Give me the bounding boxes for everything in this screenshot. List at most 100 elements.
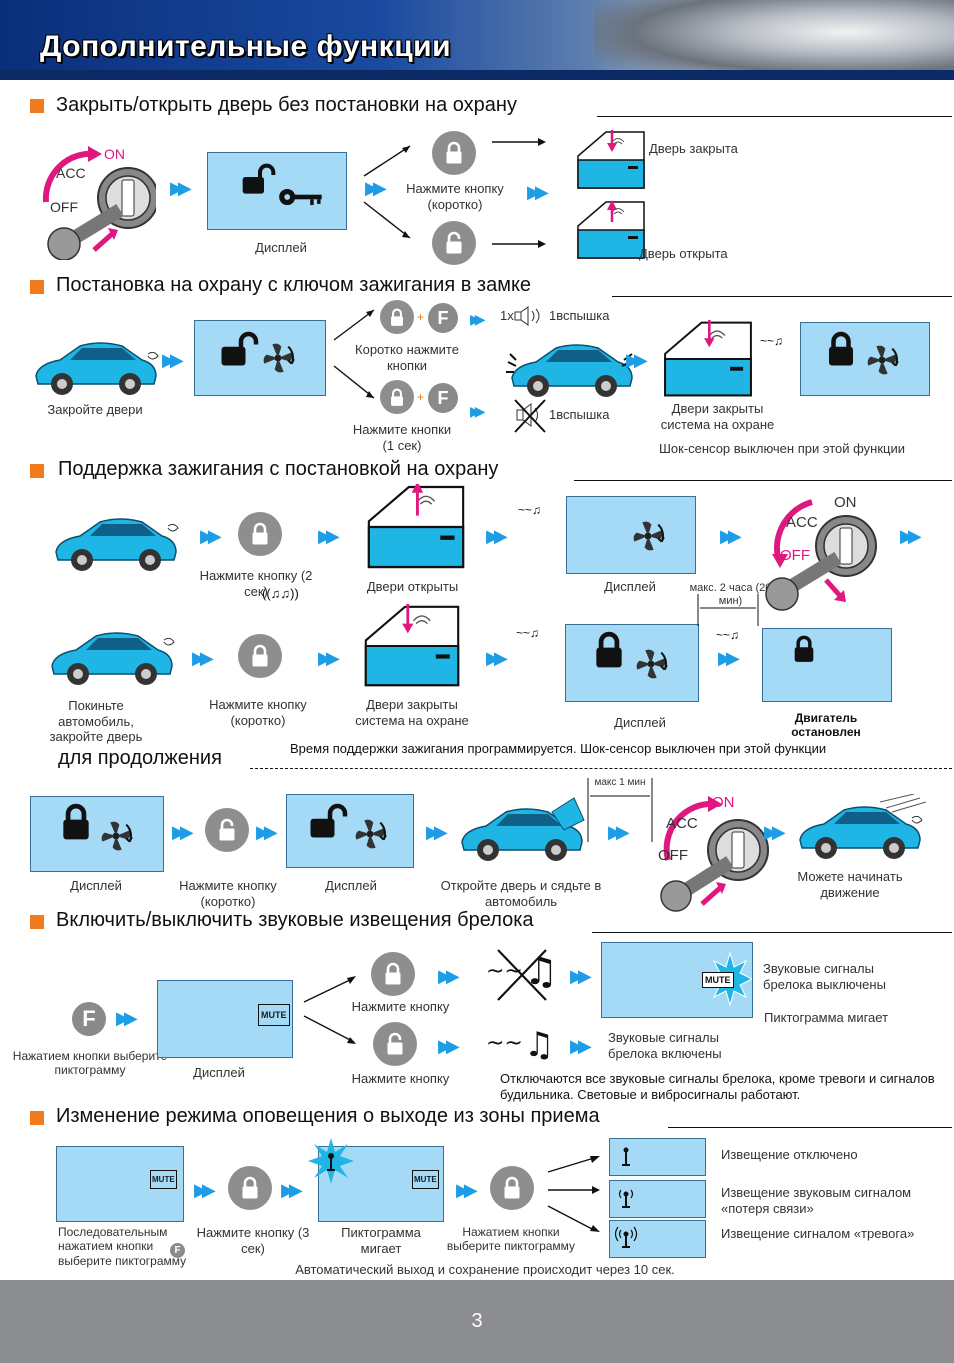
select-icon-label: Нажатием кнопки выберите пиктограмму [12,1049,168,1078]
lcd-display [207,152,347,230]
car-flashing-icon [506,332,636,402]
next-arrow-icon: ▶▶ [486,648,508,668]
door-open-label: Дверь открыта [639,246,728,261]
time-span-bracket [586,776,656,846]
music-icon: ~~♫ [760,334,784,348]
lcd-display [800,322,930,396]
f-button[interactable]: F [428,303,458,333]
next-arrow-icon: ▶▶ [470,403,485,419]
plus-icon: + [417,390,425,404]
lock-button[interactable] [432,131,476,175]
press-button-label: Нажмите кнопку [351,1071,450,1086]
mute-icon: MUTE [258,1004,290,1026]
section-rule [612,296,952,297]
lcd-display [566,496,696,574]
next-arrow-icon: ▶▶ [718,648,740,668]
arrow-right-icon [490,238,548,250]
display-label: Дисплей [70,878,122,893]
section-title-5: Включить/выключить звуковые извещения бр… [56,909,534,931]
signal-blink-icon [306,1136,356,1186]
next-arrow-icon: ▶▶ [456,1180,478,1200]
next-arrow-icon: ▶▶ [426,822,448,842]
icon-blinks-label: Пиктограмма мигает [764,1010,889,1025]
lcd-display [30,796,164,872]
ignition-on-label: ON [712,794,735,811]
door-open-icon [366,484,466,570]
sequential-select-label: Последовательным нажатием кнопки выберит… [58,1225,187,1268]
lcd-display [565,624,699,702]
press-short-label: Нажмите кнопку (коротко) [209,697,307,728]
section-rule [592,932,952,933]
header-stripe [0,70,954,80]
notify-alarm-label: Извещение сигналом «тревога» [721,1226,915,1241]
press-short-label: Нажмите кнопку (коротко) [179,878,277,909]
f-button[interactable]: F [72,1002,106,1036]
engine-stopped-label: Двигатель остановлен [791,711,861,740]
max-2h-label: макс. 2 часа (20 мин) [689,582,772,608]
section-marker [30,464,44,478]
next-arrow-icon: ▶▶ [318,526,340,546]
mute-icon: MUTE [702,972,734,988]
next-arrow-icon: ▶▶ [720,526,742,546]
sound-note: Отключаются все звуковые сигналы брелока… [500,1071,935,1102]
next-arrow-icon: ▶▶ [900,526,922,546]
doors-closed-armed-label: Двери закрыты система на охране [355,697,469,728]
section-title-2: Постановка на охрану с ключом зажигания … [56,274,532,296]
ignition-on-label: ON [104,146,125,162]
f-button[interactable]: F [170,1243,185,1258]
icon-blinks-label: Пиктограмма мигает [341,1225,421,1256]
support-time-note: Время поддержки зажигания программируетс… [290,741,827,756]
next-arrow-icon: ▶▶ [570,1036,592,1056]
press-short-label: Нажмите кнопку (коротко) [406,181,504,212]
ignition-off-label: OFF [50,199,78,215]
sounds-off-label: Звуковые сигналы брелока выключены [763,961,886,992]
next-arrow-icon: ▶▶ [570,966,592,986]
header-car-image [594,0,954,80]
display-label: Дисплей [604,579,656,594]
door-closed-icon [658,320,758,398]
unlock-button[interactable] [432,221,476,265]
press-3s-label: Нажмите кнопку (3 сек) [196,1225,310,1256]
svg-text:♫: ♫ [524,1025,554,1062]
next-arrow-icon: ▶▶ [764,822,786,842]
next-arrow-icon: ▶▶ [438,966,460,986]
arrow-right-icon [490,136,548,148]
lock-button[interactable] [371,952,415,996]
next-arrow-icon: ▶▶ [486,526,508,546]
plus-icon: + [417,310,425,324]
lcd-display [286,794,414,868]
next-arrow-icon: ▶▶ [470,311,485,327]
section-title-1: Закрыть/открыть дверь без постановки на … [56,94,517,116]
ignition-switch-icon [650,788,770,912]
max-1min-label: макс 1 мин [594,777,646,788]
sounds-on-label: Звуковые сигналы брелока включены [608,1030,722,1061]
one-x-label: 1x [500,308,514,323]
ignition-acc-label: ACC [786,514,818,531]
next-arrow-icon: ▶▶ [170,178,192,198]
section-rule [574,480,952,481]
display-label: Дисплей [614,715,666,730]
lock-button[interactable] [238,634,282,678]
close-doors-label: Закройте двери [47,402,143,417]
car-moving-icon [794,794,934,864]
lock-button[interactable] [490,1166,534,1210]
speaker-icon [513,306,547,326]
lock-button[interactable] [228,1166,272,1210]
ignition-off-label: OFF [658,847,688,864]
section-title-6: Изменение режима оповещения о выходе из … [56,1105,600,1127]
unlock-button[interactable] [373,1022,417,1066]
next-arrow-icon: ▶▶ [172,822,194,842]
lock-button[interactable] [238,512,282,556]
music-icon: ((♫♫)) [262,586,299,601]
branch-arrows [544,1150,604,1240]
doors-closed-armed-label: Двери закрыты система на охране [660,401,775,432]
lock-button[interactable] [380,300,414,334]
branch-arrows [300,970,362,1050]
f-button[interactable]: F [428,383,458,413]
unlock-button[interactable] [205,808,249,852]
music-icon: ~~♫ [716,628,740,642]
section-marker [30,1111,44,1125]
lock-button[interactable] [380,380,414,414]
display-label: Дисплей [193,1065,245,1080]
flash-label: 1вспышка [549,308,610,323]
